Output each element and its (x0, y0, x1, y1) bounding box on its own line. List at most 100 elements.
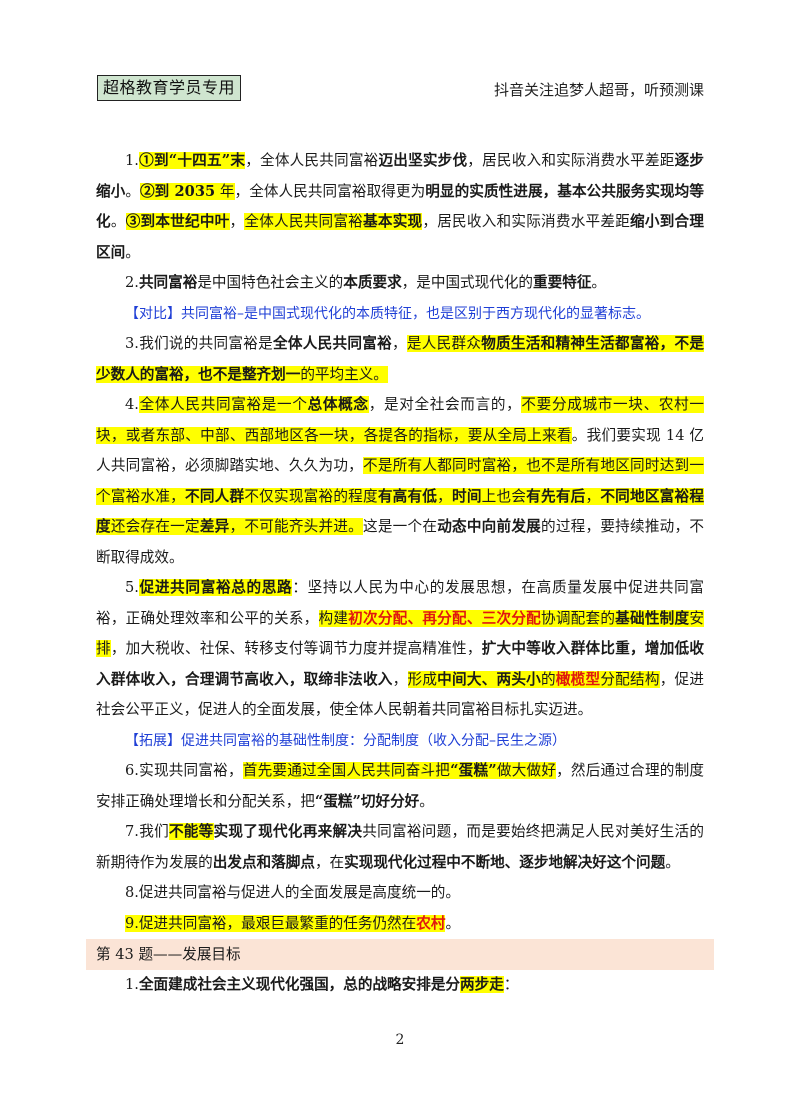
highlight: 全体人民共同富裕 (244, 213, 364, 230)
bold-text: 迈出坚实步伐 (378, 152, 468, 169)
highlight: 不能等 (168, 823, 214, 840)
text: 共同富裕问题，而是要始终把满足人民对美好生活的新期待作为发展的 (96, 823, 704, 871)
section-heading: 第 43 题——发展目标 (86, 939, 714, 970)
item-6: 6.实现共同富裕，首先要通过全国人民共同奋斗把“蛋糕”做大做好，然后通过合理的制… (96, 756, 704, 817)
highlight: 时间 (451, 487, 482, 505)
highlight: ①到“十四五”末 (138, 152, 246, 169)
highlight: ， (585, 487, 601, 505)
text: 这是一个在 (363, 518, 438, 535)
highlight: 不仅实现富裕的程度 (244, 487, 378, 505)
highlight: 物质生活和精神生活都富裕，不是少数人的富裕，也不是整齐划一 (96, 335, 704, 383)
document-body: 1.①到“十四五”末，全体人民共同富裕迈出坚实步伐，居民收入和实际消费水平差距逐… (86, 146, 714, 1001)
highlight: 年 (215, 182, 235, 200)
bold-text: 实现了现代化再来解决 (213, 823, 363, 840)
bold-text: 出发点和落脚点 (212, 853, 315, 871)
highlight: 基础性制度 (615, 609, 690, 627)
highlight: 协调配套的 (541, 609, 616, 627)
text: 是中国特色社会主义的 (197, 274, 344, 291)
header-badge: 超格教育学员专用 (97, 75, 242, 101)
highlight: 分配结构 (600, 670, 660, 688)
item-2: 2.共同富裕是中国特色社会主义的本质要求，是中国式现代化的重要特征。 (96, 268, 704, 299)
highlight: 是人民群众 (406, 335, 482, 352)
text: ， (229, 213, 245, 230)
highlight: 的平均主义。 (300, 365, 388, 383)
text: 5. (125, 579, 139, 596)
text: 。我们要实现 14 亿人共同富裕，必须脚踏实地、久久为功， (96, 426, 704, 475)
text: 3.我们说的共同富裕是 (125, 335, 274, 352)
text: ，在 (314, 853, 345, 871)
highlight: ，不可能齐头并进。 (229, 518, 364, 535)
text: 2. (125, 274, 139, 291)
bold-text: 本质要求 (343, 274, 402, 291)
highlight: 构建 (318, 609, 349, 627)
bold-text: 明显的实质性进展，基本公共服务实现均等化 (96, 182, 704, 231)
text: ，全体人民共同富裕 (245, 152, 379, 169)
highlight: 有先有后 (526, 487, 586, 505)
section-item-1: 1.全面建成社会主义现代化强国，总的战略安排是分两步走： (96, 970, 704, 1001)
text: 6.实现共同富裕， (125, 762, 243, 779)
highlight: 两步走 (460, 976, 504, 993)
red-emphasis: 农村 (416, 914, 446, 932)
bold-text: 全面建成社会主义现代化强国，总的战略安排是分 (138, 976, 461, 993)
text: ，然后通过合理的制度安排正确处理增长和分配关系，把 (96, 762, 704, 810)
highlight: ③到本世纪中叶 (125, 213, 230, 230)
bold-text: 实现现代化过程中不断地、逐步地解决好这个问题 (344, 853, 666, 871)
text: 。 (419, 792, 434, 810)
text: 7.我们 (125, 823, 169, 840)
text: 1. (125, 152, 139, 169)
highlight: 的 (541, 670, 556, 688)
item-8: 8.促进共同富裕与促进人的全面发展是高度统一的。 (125, 884, 460, 901)
red-emphasis: 初次分配、再分配、三次分配 (348, 609, 541, 627)
text: ，是中国式现代化的 (401, 274, 534, 291)
text: ，促进社会公平正义，促进人的全面发展，使全体人民朝着共同富裕目标扎实迈进。 (96, 670, 704, 719)
bold-text: 全体人民共同富裕 (273, 335, 392, 352)
text: 4. (125, 396, 139, 413)
red-emphasis: 橄榄型 (555, 670, 601, 688)
bold-text: 重要特征 (533, 274, 592, 291)
highlight: 不同地区富裕程度 (96, 487, 704, 536)
text: 。 (125, 243, 140, 261)
text: ，居民收入和实际消费水平差距 (467, 152, 675, 169)
text: 。 (110, 213, 126, 230)
highlight: 形成 (407, 670, 438, 688)
highlight: 首先要通过全国人民共同奋斗把 (242, 762, 451, 779)
bold-text: 逐步缩小 (96, 152, 704, 200)
bold-text: 扩大中等收入群体比重，增加低收入群体收入，合理调节高收入，取缔非法收入 (96, 640, 704, 688)
text: 。 (665, 853, 680, 871)
highlight: 差异 (199, 518, 230, 535)
highlight: 有高有低 (377, 487, 438, 505)
highlight: ②到 2035 (140, 182, 216, 200)
item-4: 4.全体人民共同富裕是一个总体概念，是对全社会而言的，不要分成城市一块、农村一块… (96, 390, 704, 573)
highlight: 不是所有人都同时富裕，也不是所有地区同时达到一个富裕水准， (96, 457, 704, 505)
expand-note: 【拓展】促进共同富裕的基础性制度：分配制度（收入分配–民生之源） (125, 732, 566, 749)
text: 。 (445, 914, 461, 932)
highlight: 促进共同富裕总的思路 (138, 579, 293, 596)
text: 1. (125, 976, 139, 993)
highlight: 做大做好 (496, 762, 557, 779)
text: 。 (591, 274, 607, 291)
highlight: 上也会 (481, 487, 527, 505)
bold-text: 动态中向前发展 (437, 518, 542, 535)
highlight: “蛋糕” (450, 762, 497, 779)
highlight: 总体概念 (307, 396, 369, 413)
bold-text: 共同富裕 (138, 274, 198, 291)
text: 。 (125, 182, 141, 200)
highlight: 中间大、两头小 (437, 670, 541, 688)
bold-text: 缩小到合理区间 (96, 213, 704, 261)
highlight: 安排 (96, 609, 704, 658)
highlight: 9. (125, 914, 139, 932)
text: ， (392, 670, 408, 688)
highlight: 不同人群 (185, 487, 245, 505)
text: ， (391, 335, 407, 352)
text: ，居民收入和实际消费水平差距 (422, 213, 631, 230)
highlight: 促进共同富裕，最艰巨最繁重的任务仍然在 (138, 914, 417, 932)
header-note: 抖音关注追梦人超哥，听预测课 (493, 81, 704, 99)
text: ，是对全社会而言的， (368, 396, 522, 413)
item-1: 1.①到“十四五”末，全体人民共同富裕迈出坚实步伐，居民收入和实际消费水平差距逐… (96, 146, 704, 268)
text: ：坚持以人民为中心的发展思想，在高质量发展中促进共同富裕，正确处理效率和公平的关… (96, 579, 704, 627)
text: ，加大税收、社保、转移支付等调节力度并提高精准性， (110, 640, 482, 657)
text: 的过程，要持续推动，不断取得成效。 (96, 518, 704, 566)
highlight: 基本实现 (363, 213, 423, 230)
text: ，全体人民共同富裕取得更为 (234, 182, 426, 200)
